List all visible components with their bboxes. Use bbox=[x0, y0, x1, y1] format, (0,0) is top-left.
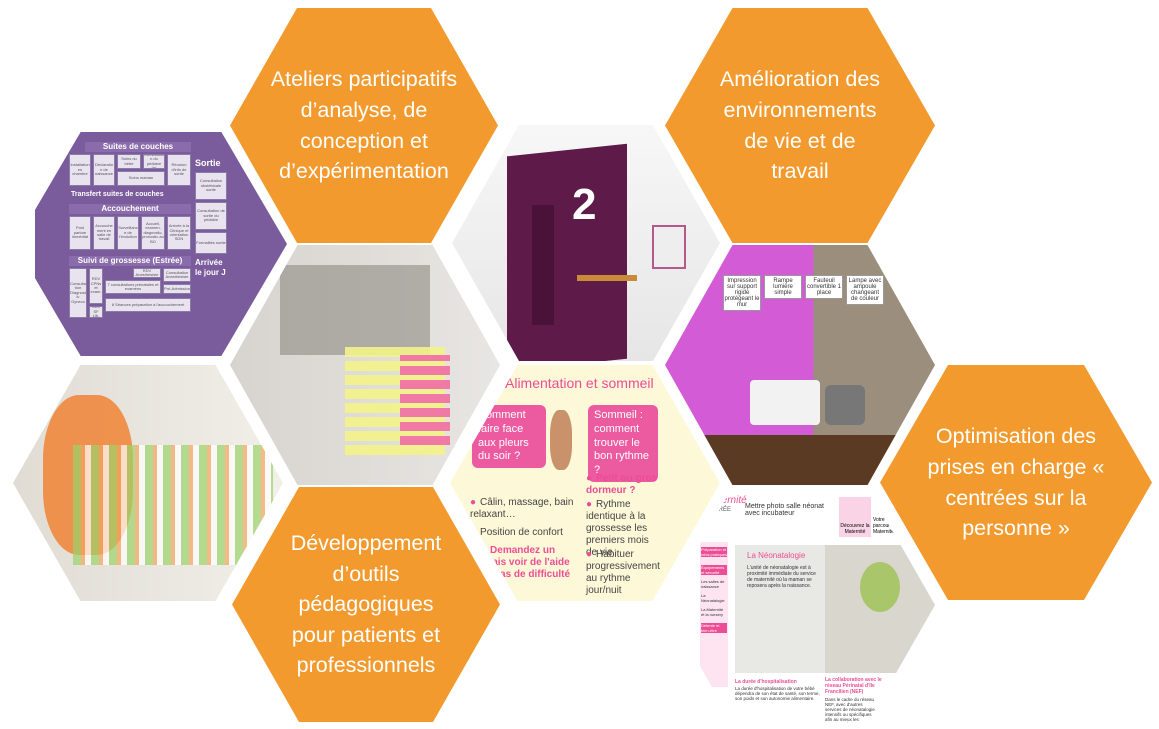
hex-ateliers-label: Ateliers participatifs d’analyse, de con… bbox=[270, 67, 458, 184]
duree-text: La durée d'hospitalisation de votre bébé… bbox=[735, 686, 820, 701]
step-box: RDV Anesthésiste bbox=[133, 268, 161, 278]
hex-developpement-label: Développement d’outils pédagogiques pour… bbox=[290, 531, 442, 678]
step-box: Consultation du pédiatre (n) bbox=[143, 154, 165, 169]
website-mockup: Maternité ESTRÉE Mettre photo salle néon… bbox=[665, 487, 935, 723]
step-box: 7 consultations prénatales et examens bbox=[105, 280, 161, 294]
bubble-left: Comment faire face aux pleurs du soir ? bbox=[472, 405, 546, 468]
site-menu-item[interactable]: La Néonatalogie bbox=[701, 593, 725, 603]
section-text: L'unité de néonatalogie est à proximité … bbox=[747, 565, 816, 589]
step-box: RDV SF Lib. bbox=[89, 306, 103, 318]
suites-header: Suites de couches bbox=[85, 142, 191, 152]
duree-title: La durée d'hospitalisation bbox=[735, 679, 797, 685]
accouchement-header: Accouchement bbox=[69, 204, 191, 214]
corridor-image: 2 bbox=[452, 125, 720, 361]
hex-amelioration-label: Amélioration des environnements de vie e… bbox=[719, 67, 881, 184]
site-menu-item[interactable]: Les salles de naissance bbox=[701, 579, 725, 589]
room-label: Impression sur support rigide protégeant… bbox=[723, 275, 761, 311]
leaflet-title: Alimentation et sommeil bbox=[505, 375, 654, 391]
site-menu-item[interactable]: Préparation et infos pratiques bbox=[701, 547, 728, 557]
step-box: Pré-Admission bbox=[163, 284, 191, 294]
site-brand: Maternité bbox=[705, 495, 747, 506]
tip-item: Position de confort bbox=[470, 527, 580, 539]
step-box: Soins du bébé bbox=[117, 154, 141, 169]
arrivee-label: Arrivée le jour J bbox=[195, 258, 226, 277]
hex-optimisation: Optimisation des prises en charge « cent… bbox=[880, 365, 1152, 600]
parcours-diagram-image: Suites de couches Installation en chambr… bbox=[15, 128, 287, 360]
hex-amelioration: Amélioration des environnements de vie e… bbox=[665, 8, 935, 243]
section-title: La Néonatalogie bbox=[747, 551, 806, 560]
step-box: Déclaration de naissance bbox=[93, 154, 115, 186]
site-note: Mettre photo salle néonat avec incubateu… bbox=[745, 503, 824, 517]
tip-item: Habituer progressivement au rythme jour/… bbox=[586, 549, 662, 597]
step-box: 8 Séances préparation à l'accouchement bbox=[105, 298, 191, 312]
alimentation-leaflet: Alimentation et sommeil Comment faire fa… bbox=[450, 365, 720, 601]
corridor-number: 2 bbox=[572, 180, 597, 229]
tip-item: Câlin, massage, bain relaxant… bbox=[470, 497, 580, 521]
site-menu-item[interactable]: Équipements et sécurité bbox=[701, 565, 727, 575]
suivi-header: Suivi de grossesse (Estrée) bbox=[69, 256, 191, 266]
step-box: Arrivée à la Clinique et orientation SDN bbox=[167, 216, 191, 250]
step-box: Surveillance de l'évolution bbox=[117, 216, 139, 250]
site-tile: Découvrez la Maternité bbox=[839, 497, 871, 537]
hex-ateliers: Ateliers participatifs d’analyse, de con… bbox=[230, 8, 498, 243]
reseau-title: La collaboration avec le réseau Périnata… bbox=[825, 677, 882, 695]
postit-wall-photo bbox=[13, 365, 283, 601]
step-box: Soins maman bbox=[117, 171, 165, 186]
step-box: Accouchement en salle de travail bbox=[93, 216, 115, 250]
step-box: Réunion d'info de sortie bbox=[167, 154, 191, 186]
step-box: Consultation Diagnostic Gyneco bbox=[69, 268, 87, 318]
site-menu-item[interactable]: La Maternité et la nursery bbox=[701, 607, 724, 617]
reseau-text: Dans le cadre du réseau NEF, avec d'autr… bbox=[825, 697, 875, 723]
step-box: Installation en chambre bbox=[69, 154, 91, 186]
site-brand-sub: ESTRÉE bbox=[707, 507, 732, 513]
sortie-label: Sortie bbox=[195, 158, 221, 168]
transfert-label: Transfert suites de couches bbox=[71, 191, 164, 198]
step-box: RDV CPNs et exam. bbox=[89, 268, 103, 304]
bubble-right: Sommeil : comment trouver le bon rythme … bbox=[588, 405, 658, 482]
site-tile: Votre parcours Maternité bbox=[873, 517, 894, 535]
step-box: Post partum immédiat bbox=[69, 216, 91, 250]
room-label: Lampe avec ampoule changeant de couleur bbox=[846, 275, 884, 305]
hex-optimisation-label: Optimisation des prises en charge « cent… bbox=[927, 424, 1105, 541]
workshop-wall-photo bbox=[230, 245, 500, 485]
room-design-image: Impression sur support rigide protégeant… bbox=[665, 245, 935, 485]
step-box: Consultation Anesthésiste bbox=[163, 268, 191, 282]
tip-item-highlight: Demandez un relais voir de l'aide en cas… bbox=[480, 545, 580, 581]
site-menu-item[interactable]: Détente et bien-être bbox=[701, 623, 727, 633]
step-box: Formalités sortie bbox=[195, 232, 227, 254]
room-label: Fauteuil convertible 1 place bbox=[805, 275, 843, 299]
step-box: Consultation obstétricale sortie bbox=[195, 172, 227, 200]
tip-item-highlight: Petit ou gros dormeur ? bbox=[586, 473, 662, 497]
step-box: Consultation de sortie du pédiatre bbox=[195, 202, 227, 230]
hex-developpement: Développement d’outils pédagogiques pour… bbox=[232, 487, 500, 722]
step-box: Accueil, examen, diagnostic, pronostic a… bbox=[141, 216, 165, 250]
room-label: Rampe lumière simple bbox=[764, 275, 802, 299]
